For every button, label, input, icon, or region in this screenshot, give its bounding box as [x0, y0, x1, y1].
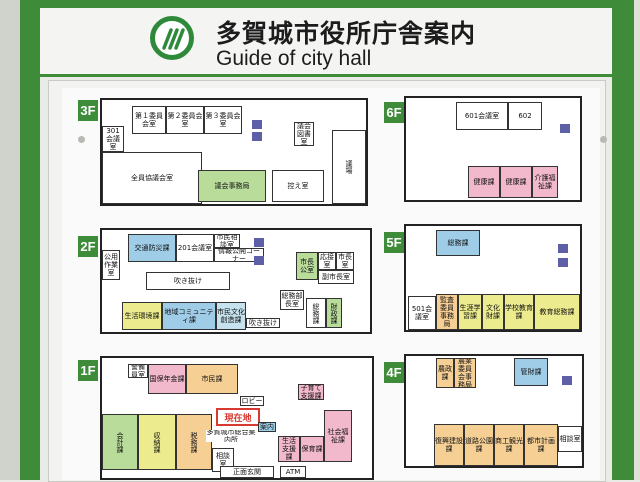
room: 情報公開コーナー — [214, 248, 264, 262]
restroom-icon — [558, 244, 568, 253]
room: 市民文化創造課 — [216, 302, 246, 330]
floor-plan-1f: 警備員室 国保年金課 市民課 会計課 収納課 税務課 相談室 ロビー 現在地 案… — [100, 356, 374, 480]
room: 商工観光課 — [494, 424, 524, 466]
room: 財政課 — [326, 298, 342, 328]
room: 交通防災課 — [128, 234, 176, 262]
room: 農業委員会事務局 — [454, 358, 476, 388]
floor-label-6f: 6F — [384, 102, 404, 123]
sign-frame-left — [20, 0, 40, 480]
room: 議場 — [332, 130, 366, 204]
room: 都市計画課 — [524, 424, 558, 466]
restroom-icon — [560, 124, 570, 133]
room: 生活環境課 — [122, 302, 162, 330]
room: 保育課 — [300, 436, 324, 462]
room: 国保年金課 — [148, 364, 186, 394]
room: 管財課 — [514, 358, 548, 386]
room: 教育総務課 — [534, 294, 580, 330]
restroom-icon — [558, 258, 568, 267]
room: 介護福祉課 — [532, 166, 558, 198]
sign-frame-right — [612, 0, 634, 480]
room: ATM — [280, 466, 306, 478]
room: 第３委員会室 — [204, 106, 242, 134]
mount-screw — [78, 136, 85, 143]
room: 健康課 — [468, 166, 500, 198]
restroom-icon — [252, 132, 262, 141]
room: 市長室 — [336, 252, 354, 270]
room: 議会事務局 — [198, 170, 266, 202]
room: 吹き抜け — [246, 318, 280, 328]
room: 税務課 — [176, 414, 212, 470]
sign-title-japanese: 多賀城市役所庁舎案内 — [216, 19, 477, 48]
room: 市民相談室 — [214, 234, 240, 248]
room: 総務課 — [436, 230, 480, 256]
floor-plan-5f: 総務課 501会議室 監査委員事務局 生涯学習課 文化財課 学校教育課 教育総務… — [404, 224, 582, 332]
room: 副市長室 — [318, 270, 354, 284]
room: 相談室 — [558, 426, 582, 452]
sign-title-english: Guide of city hall — [216, 47, 372, 70]
room: 501会議室 — [408, 296, 436, 330]
room: 健康課 — [500, 166, 532, 198]
sign-header: 多賀城市役所庁舎案内 Guide of city hall — [40, 8, 612, 76]
restroom-icon — [254, 256, 264, 265]
wall-left — [0, 0, 22, 480]
floor-label-1f: 1F — [78, 360, 98, 381]
floor-label-5f: 5F — [384, 232, 404, 253]
floor-label-4f: 4F — [384, 362, 404, 383]
room: 控え室 — [272, 170, 324, 202]
city-emblem-icon — [150, 16, 194, 60]
header-divider — [40, 74, 612, 77]
room: 応接室 — [318, 252, 336, 270]
room: 学校教育課 — [504, 294, 534, 330]
floor-plan-3f: 第１委員会室 第２委員会室 第３委員会室 301会議室 全員協議会室 議会事務局… — [100, 98, 368, 206]
current-location-marker: 現在地 — [216, 408, 260, 426]
room: 第２委員会室 — [166, 106, 204, 134]
room: 201会議室 — [176, 234, 214, 262]
room: 議会図書室 — [294, 122, 314, 146]
room: 市長公室 — [296, 252, 318, 280]
room: 吹き抜け — [146, 272, 230, 290]
room: 601会議室 — [456, 102, 508, 130]
room: 地域コミュニティ課 — [162, 302, 216, 330]
room: 子育て支援課 — [298, 384, 324, 400]
room: 301会議室 — [102, 126, 124, 152]
room: 生活支援課 — [278, 436, 300, 462]
room: 公用作業室 — [102, 250, 120, 280]
mount-screw — [600, 136, 607, 143]
room: 市民課 — [186, 364, 238, 394]
room: 道路公園課 — [464, 424, 494, 466]
room: 監査委員事務局 — [436, 294, 458, 330]
room: ロビー — [240, 396, 264, 406]
room: 警備員室 — [128, 364, 148, 378]
room: 復興建設課 — [434, 424, 464, 466]
room: 案内 — [258, 422, 276, 432]
floor-plan-6f: 601会議室 602 健康課 健康課 介護福祉課 — [404, 96, 582, 202]
floor-plan-2f: 交通防災課 201会議室 市民相談室 情報公開コーナー 吹き抜け 生活環境課 地… — [100, 228, 372, 334]
room: 生涯学習課 — [458, 294, 482, 330]
room: 収納課 — [138, 414, 176, 470]
room: 会計課 — [102, 414, 138, 470]
floor-label-2f: 2F — [78, 236, 98, 257]
room: 社会福祉課 — [324, 410, 352, 462]
room: 多賀城市総合案内所 — [206, 430, 256, 442]
room: 総務課 — [306, 298, 326, 328]
room: 全員協議会室 — [102, 152, 202, 204]
floor-label-3f: 3F — [78, 100, 98, 121]
room: 正面玄関 — [220, 466, 274, 478]
room: 第１委員会室 — [132, 106, 166, 134]
sign-frame-top — [20, 0, 634, 8]
room: 602 — [508, 102, 542, 130]
floor-plan-4f: 農政課 農業委員会事務局 管財課 復興建設課 道路公園課 商工観光課 都市計画課… — [404, 354, 584, 468]
restroom-icon — [252, 120, 262, 129]
room: 総務部長室 — [280, 290, 304, 310]
room: 農政課 — [436, 358, 454, 388]
restroom-icon — [562, 376, 572, 385]
room: 文化財課 — [482, 294, 504, 330]
restroom-icon — [254, 238, 264, 247]
